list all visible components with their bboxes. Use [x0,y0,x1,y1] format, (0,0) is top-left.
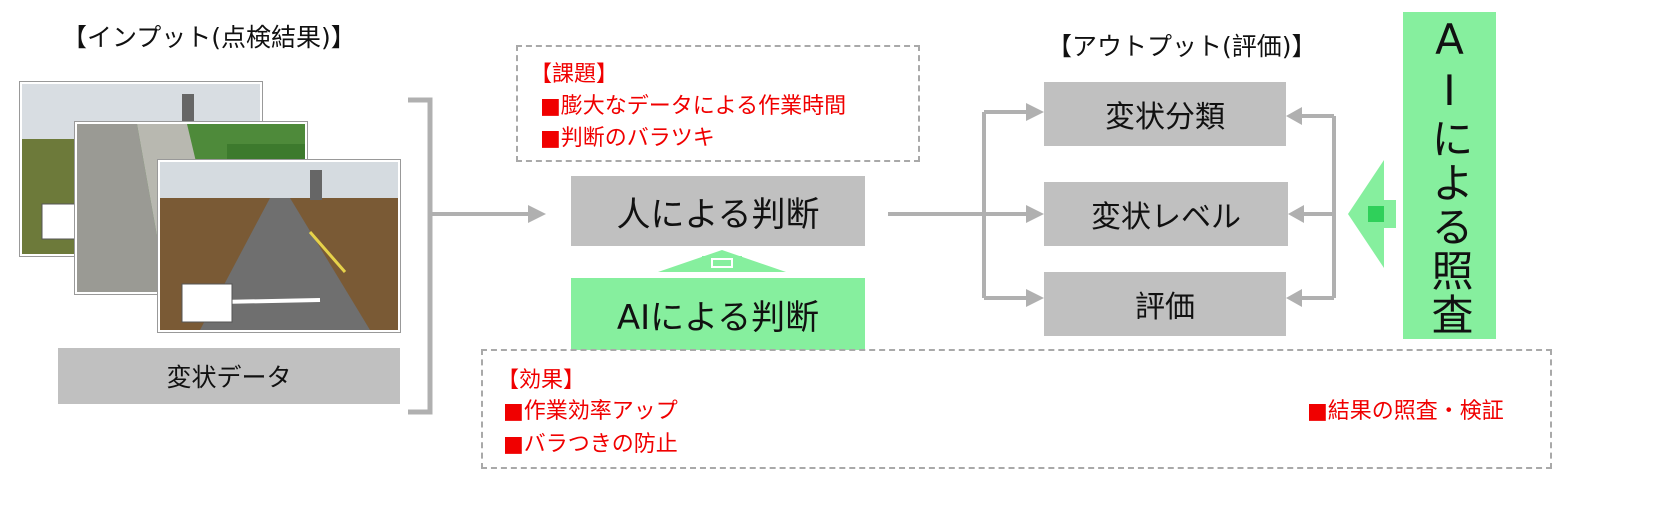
output-item-evaluation: 評価 [1044,272,1286,336]
output-item-level: 変状レベル [1044,182,1288,246]
issues-item: ■判断のバラツキ [540,126,715,151]
effects-title: 【効果】 [497,368,586,393]
issues-item: ■膨大なデータによる作業時間 [540,94,847,119]
ai-check-box: AIによる照査 [1403,12,1496,339]
input-heading: 【インプット(点検結果)】 [62,23,356,52]
effects-check-item: ■結果の照査・検証 [1307,399,1504,424]
effects-item: ■作業効率アップ [503,399,678,424]
ai-check-label: AIによる照査 [1425,14,1474,337]
output-item-classification: 変状分類 [1044,82,1286,146]
issues-title: 【課題】 [530,62,619,87]
ai-check-arrow-left [1348,160,1384,268]
inspection-photo-3 [158,160,400,332]
output-heading: 【アウトプット(評価)】 [1047,32,1317,61]
effects-item: ■バラつきの防止 [503,432,678,457]
effects-box: 【効果】 ■作業効率アップ ■バラつきの防止 ■結果の照査・検証 [481,349,1552,469]
issues-box: 【課題】 ■膨大なデータによる作業時間 ■判断のバラツキ [516,45,920,162]
input-data-box: 変状データ [58,348,400,404]
ai-judgement-box: AIによる判断 [571,278,865,350]
input-bracket [408,97,433,415]
human-judgement-box: 人による判断 [571,176,865,246]
